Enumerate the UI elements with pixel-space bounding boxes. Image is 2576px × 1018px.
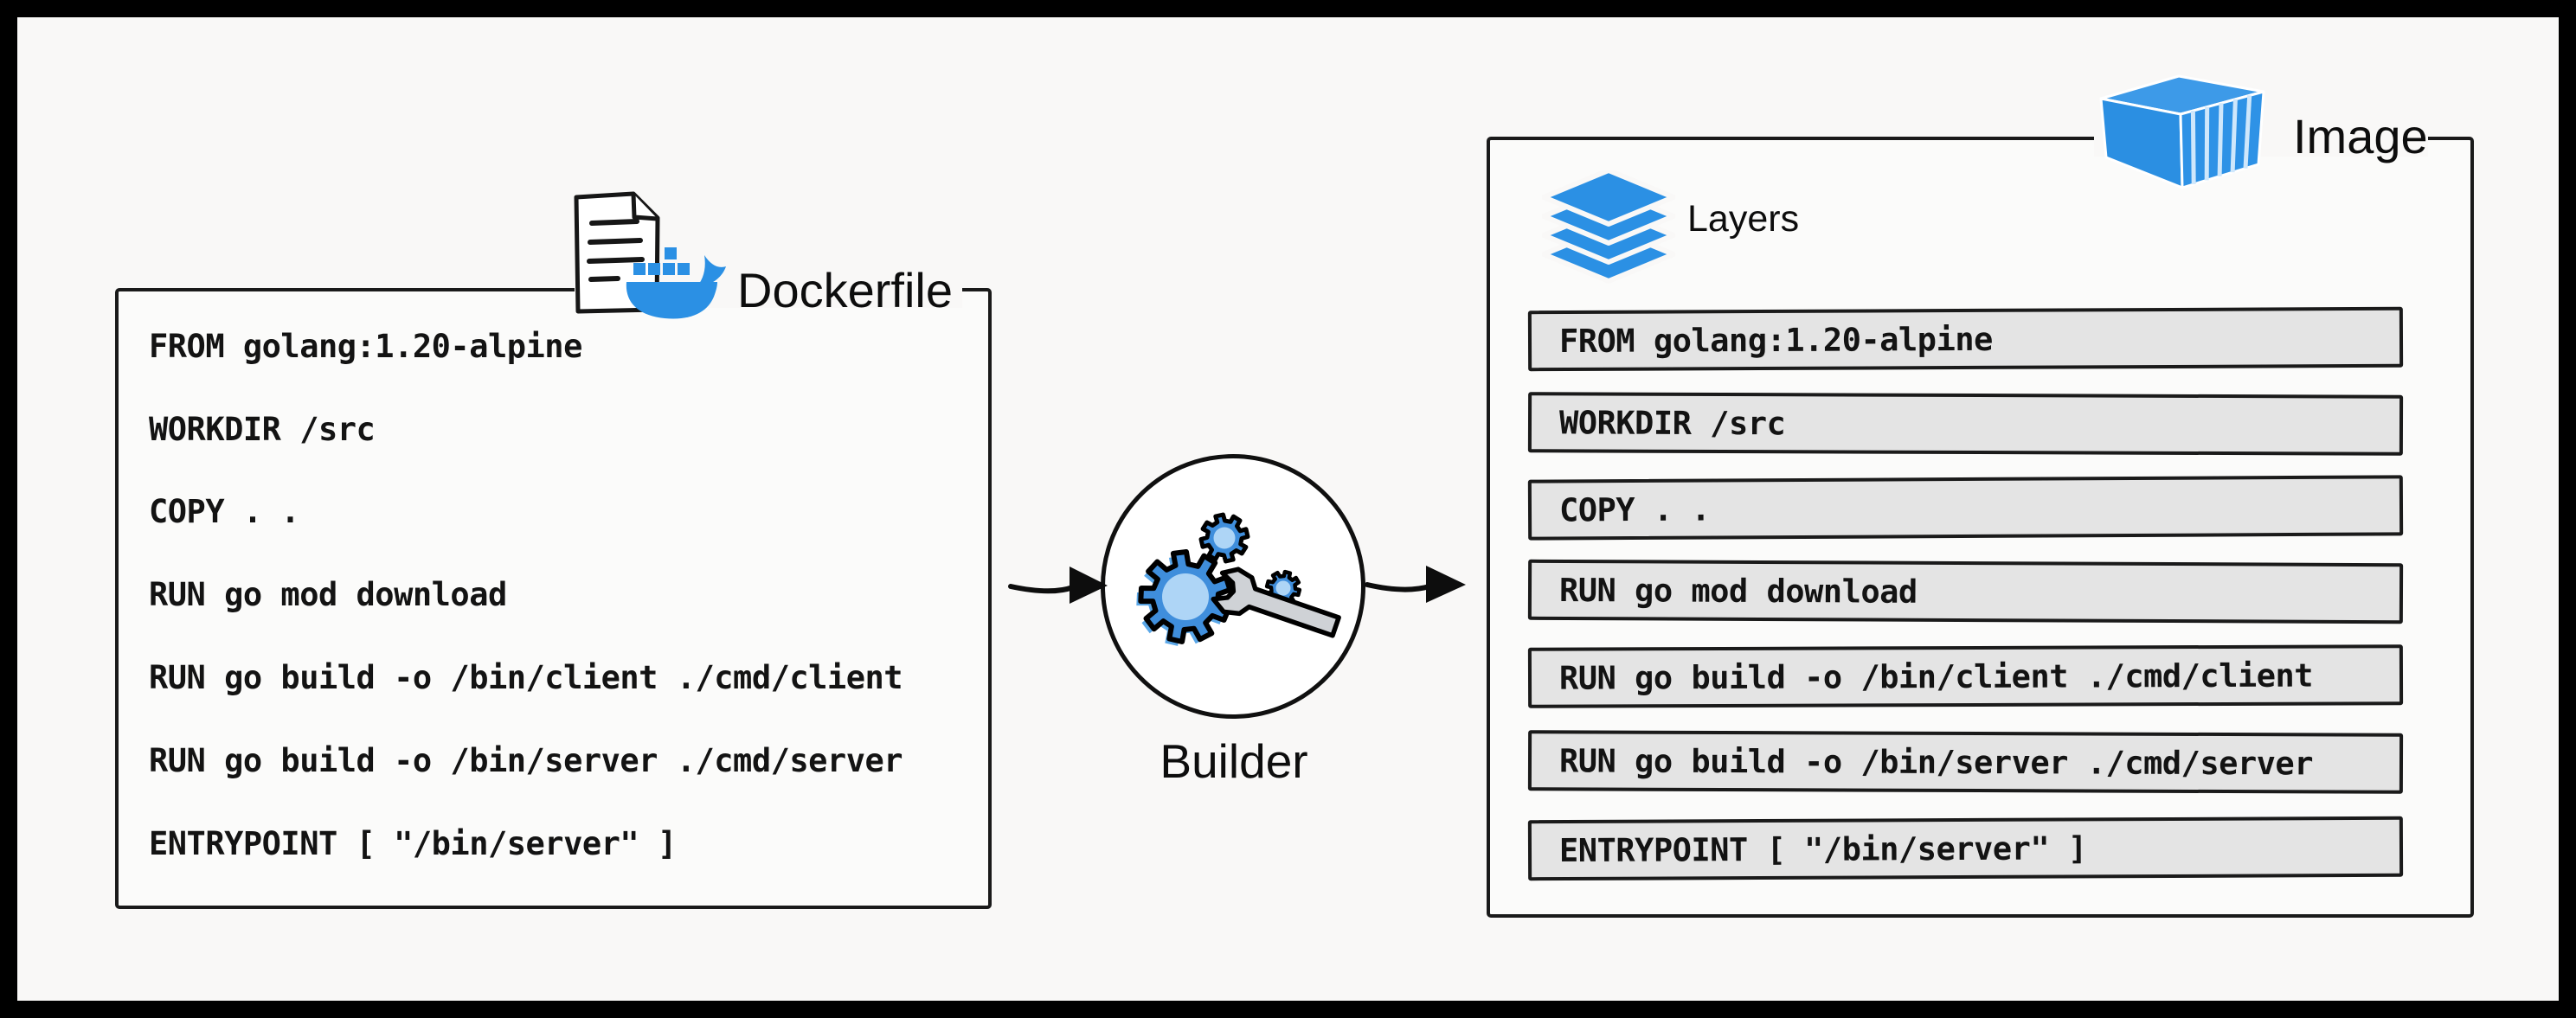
container-icon — [2099, 74, 2265, 189]
image-layer-bar: RUN go mod download — [1527, 559, 2404, 624]
builder-label: Builder — [1160, 734, 1308, 788]
layers-label: Layers — [1687, 198, 1800, 240]
dockerfile-line: RUN go mod download — [149, 576, 507, 613]
dockerfile-box — [115, 288, 992, 909]
image-layer-bar: RUN go build -o /bin/server ./cmd/server — [1527, 730, 2404, 794]
image-layer-bar: COPY . . — [1527, 475, 2404, 541]
image-layer-bar: ENTRYPOINT [ "/bin/server" ] — [1527, 816, 2404, 881]
image-title: Image — [2293, 109, 2428, 163]
dockerfile-line: RUN go build -o /bin/client ./cmd/client — [149, 659, 903, 696]
dockerfile-line: ENTRYPOINT [ "/bin/server" ] — [149, 825, 677, 862]
image-layer-bar: RUN go build -o /bin/client ./cmd/client — [1527, 644, 2404, 708]
dockerfile-line: COPY . . — [149, 493, 300, 530]
image-layer-bar: WORKDIR /src — [1527, 392, 2404, 456]
dockerfile-line: RUN go build -o /bin/server ./cmd/server — [149, 742, 903, 779]
dockerfile-title: Dockerfile — [737, 263, 953, 317]
docker-whale-icon — [626, 247, 726, 319]
layers-icon — [1542, 170, 1675, 284]
image-layer-bar: FROM golang:1.20-alpine — [1527, 306, 2404, 372]
dockerfile-line: WORKDIR /src — [149, 411, 376, 448]
dockerfile-line: FROM golang:1.20-alpine — [149, 328, 582, 365]
